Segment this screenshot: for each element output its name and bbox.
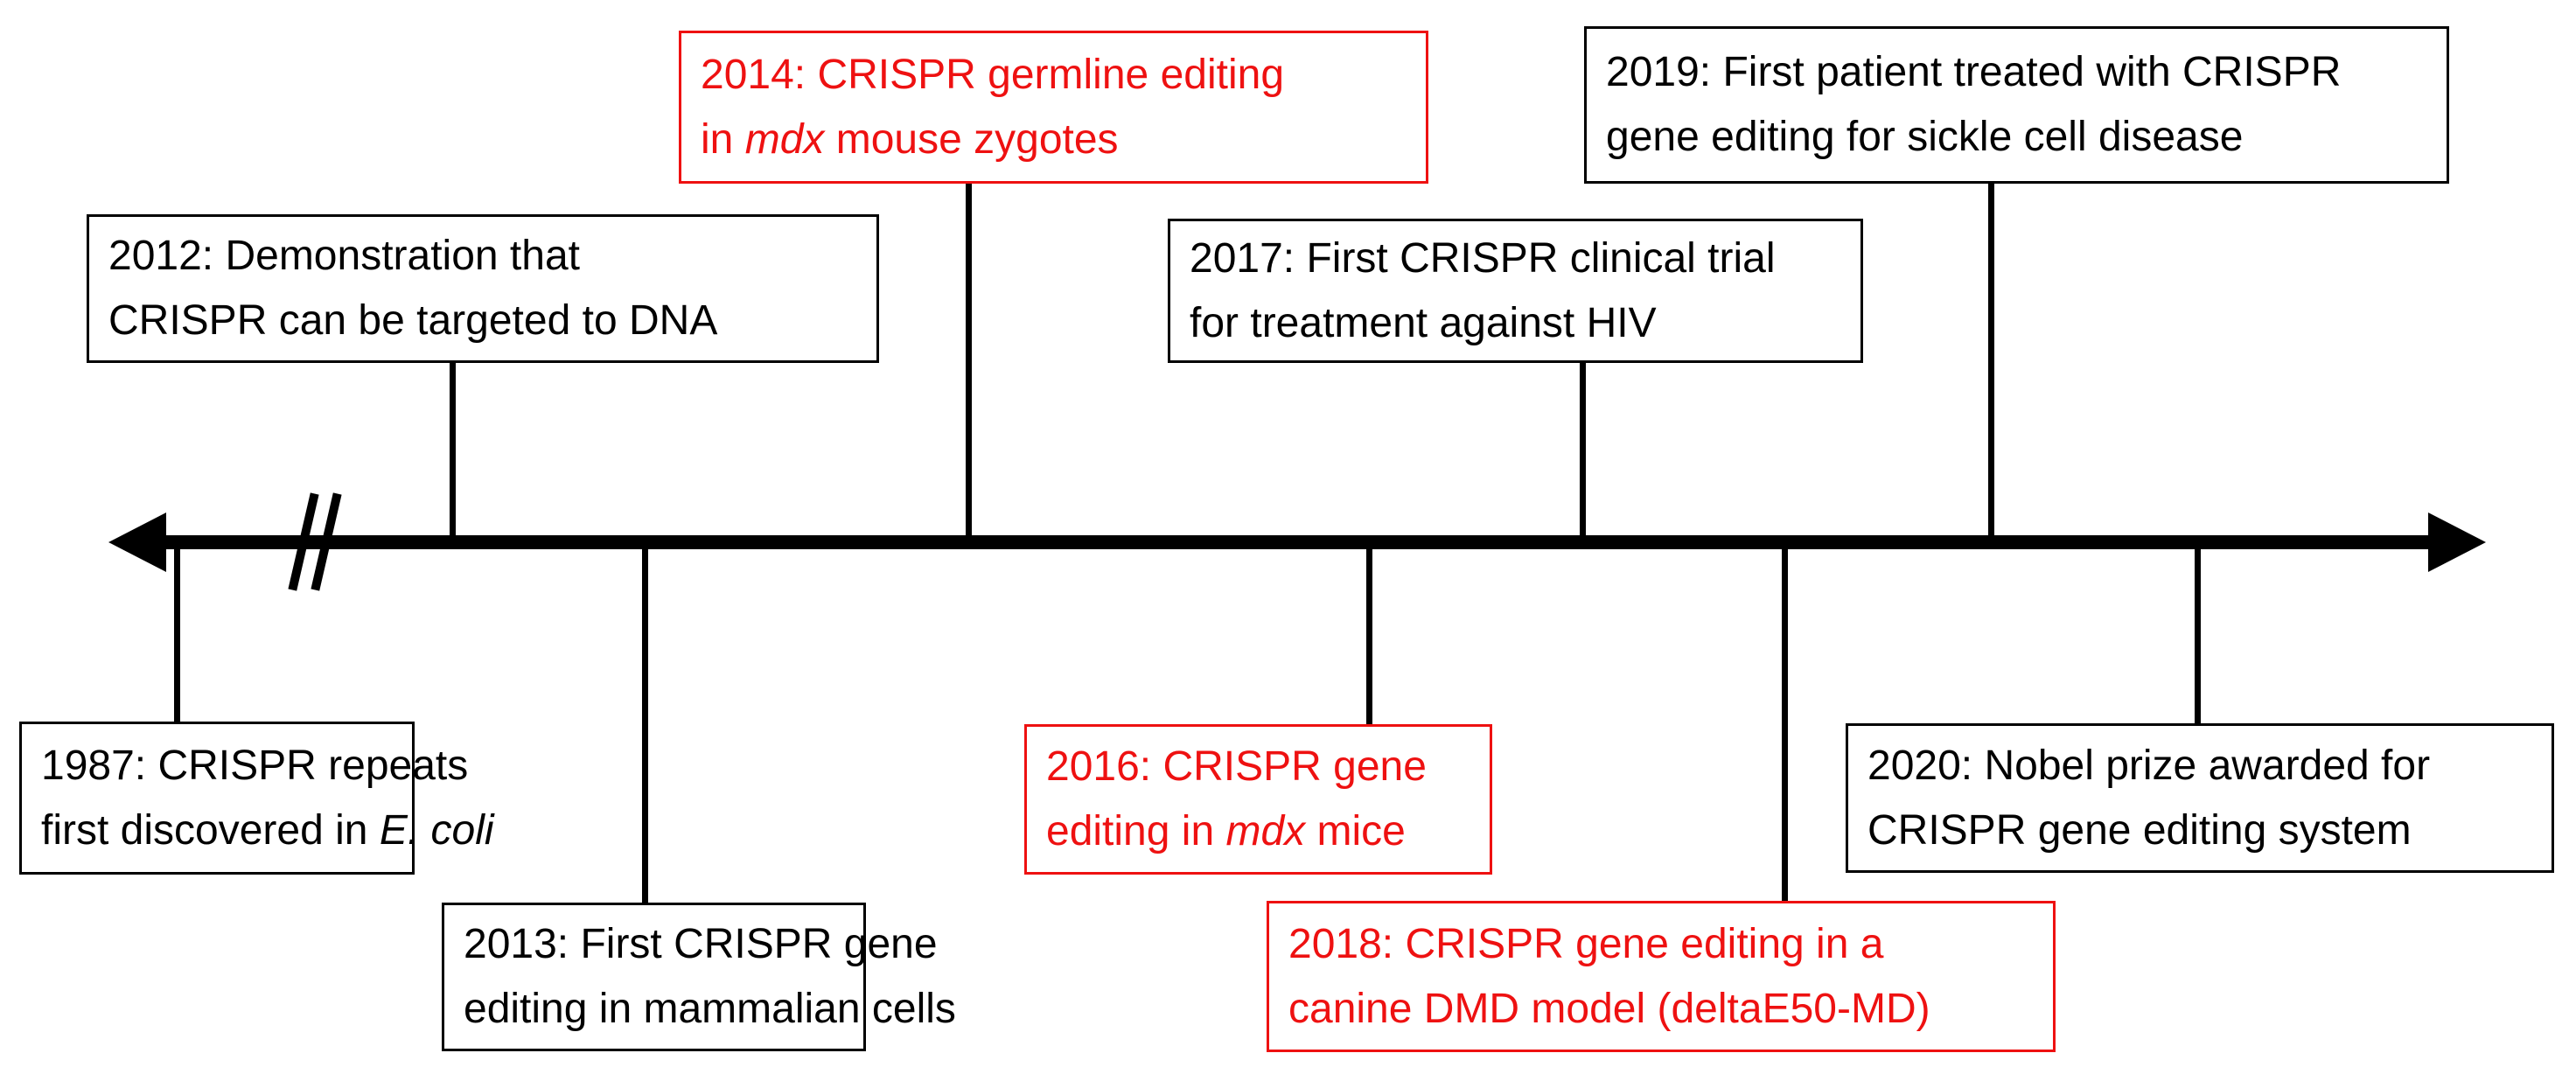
event-text: CRISPR can be targeted to DNA [108,297,718,344]
event-box-2019: 2019: First patient treated with CRISPR g… [1584,26,2449,184]
event-text-line: editing in mdx mice [1046,799,1470,864]
event-box-2017: 2017: First CRISPR clinical trial for tre… [1168,219,1863,363]
event-text: 2013: First CRISPR gene [464,921,938,967]
event-text: mice [1305,808,1406,854]
event-text-line: 2018: CRISPR gene editing in a [1288,912,2034,977]
event-text: gene editing for sickle cell disease [1606,114,2244,160]
event-tick-2014 [966,184,972,542]
event-text-line: editing in mammalian cells [464,977,956,1042]
event-text: 2017: First CRISPR clinical trial [1190,234,1776,282]
event-text: canine DMD model (deltaE50-MD) [1288,985,1930,1032]
event-text-italic: E. coli [379,806,494,854]
event-text: in [701,115,745,163]
event-text-line: gene editing for sickle cell disease [1606,105,2427,170]
event-text-line: 2016: CRISPR gene [1046,735,1470,799]
event-box-2016: 2016: CRISPR gene editing in mdx mice [1024,724,1492,875]
event-text: editing in [1046,808,1226,854]
timeline-arrow-right-icon [2428,513,2486,572]
event-text: first discovered in [41,806,380,854]
event-text: CRISPR gene editing system [1867,806,2412,854]
event-text-line: 2017: First CRISPR clinical trial [1190,227,1841,291]
event-box-2014: 2014: CRISPR germline editing in mdx mous… [679,31,1428,184]
event-tick-2020 [2195,542,2201,723]
event-text: 2020: Nobel prize awarded for [1867,742,2431,789]
event-text: 1987: CRISPR repeats [41,742,469,789]
event-text-line: 2014: CRISPR germline editing [701,43,1407,108]
event-text: for treatment against HIV [1190,299,1657,346]
event-text-line: CRISPR gene editing system [1867,799,2532,863]
event-box-2013: 2013: First CRISPR gene editing in mammal… [442,903,956,1051]
event-text: 2014: CRISPR germline editing [701,51,1285,98]
event-tick-2012 [450,363,456,542]
event-tick-2016 [1366,542,1372,724]
event-text-line: 1987: CRISPR repeats [41,734,468,799]
event-text: 2019: First patient treated with CRISPR [1606,49,2342,95]
event-text: editing in mammalian cells [464,986,956,1032]
event-tick-2019 [1988,184,1994,542]
event-box-1987: 1987: CRISPR repeats first discovered in … [19,722,494,875]
event-text-line: 2012: Demonstration that [108,224,857,289]
event-text: 2012: Demonstration that [108,233,580,279]
timeline-arrow-left-icon [108,513,166,572]
event-text-line: canine DMD model (deltaE50-MD) [1288,977,2034,1042]
timeline-axis [157,535,2435,549]
event-tick-2017 [1580,363,1586,542]
event-text-line: 2013: First CRISPR gene [464,912,938,977]
event-tick-2018 [1782,542,1788,901]
event-text-italic: mdx [1225,808,1306,854]
event-text: 2016: CRISPR gene [1046,743,1427,790]
event-text-line: in mdx mouse zygotes [701,108,1407,172]
event-text-line: first discovered in E. coli [41,799,494,863]
event-text-italic: mdx [744,115,825,163]
event-text: 2018: CRISPR gene editing in a [1288,920,1884,967]
axis-break-icon [288,492,350,591]
event-text-line: CRISPR can be targeted to DNA [108,289,857,353]
event-text-line: 2020: Nobel prize awarded for [1867,734,2532,799]
event-text: mouse zygotes [824,115,1119,163]
event-text-line: 2019: First patient treated with CRISPR [1606,40,2427,105]
event-text-line: for treatment against HIV [1190,291,1841,356]
event-tick-2013 [642,542,648,903]
event-tick-1987 [174,542,180,722]
event-box-2018: 2018: CRISPR gene editing in a canine DMD… [1267,901,2056,1052]
